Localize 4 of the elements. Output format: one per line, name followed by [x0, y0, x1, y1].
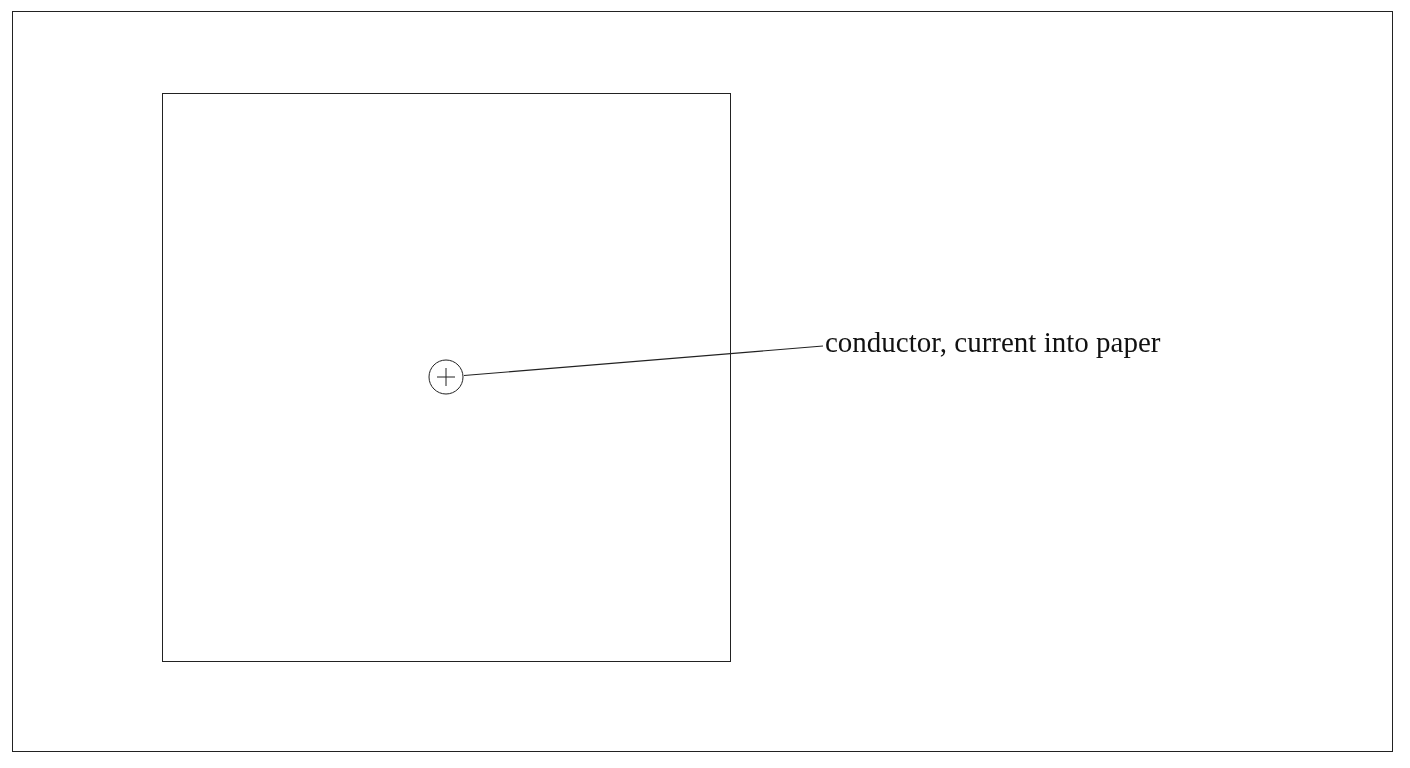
leader-line — [463, 345, 824, 377]
callout-label: conductor, current into paper — [825, 325, 1161, 359]
conductor-symbol — [428, 359, 464, 395]
field-region — [162, 93, 731, 662]
